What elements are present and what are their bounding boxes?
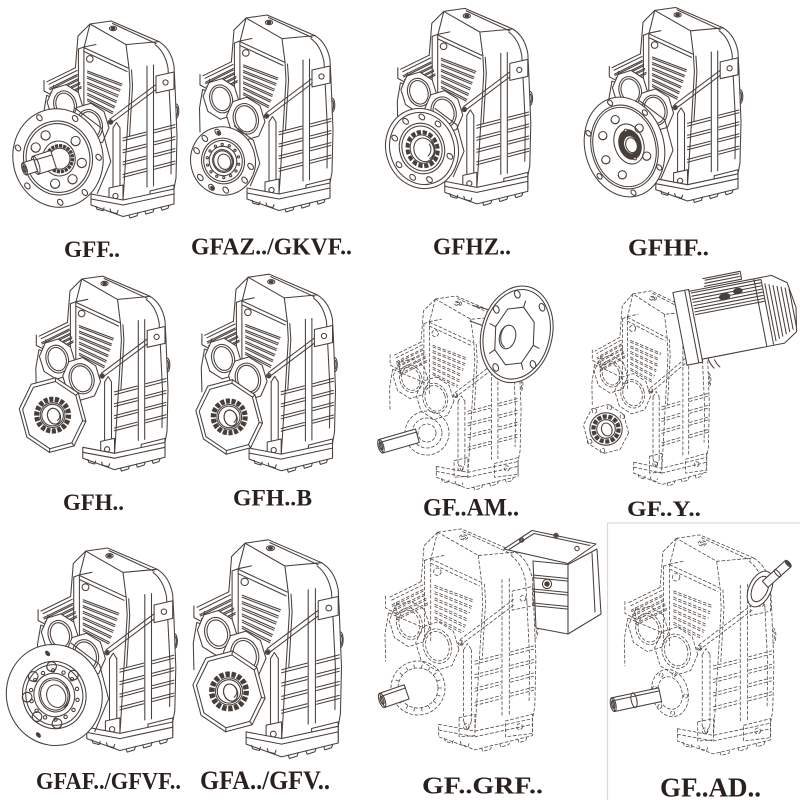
svg-text:GFAF../GFVF..: GFAF../GFVF.. — [36, 769, 181, 795]
svg-text:GFAZ../GKVF..: GFAZ../GKVF.. — [191, 235, 352, 261]
svg-text:GF..Y..: GF..Y.. — [627, 496, 701, 521]
svg-text:GFHF..: GFHF.. — [628, 236, 709, 262]
svg-text:GFH..B: GFH..B — [233, 486, 312, 511]
svg-text:GFH..: GFH.. — [63, 490, 124, 515]
svg-text:GF..AD..: GF..AD.. — [660, 773, 761, 800]
svg-text:GF..AM..: GF..AM.. — [423, 495, 519, 522]
svg-text:GF..GRF..: GF..GRF.. — [422, 774, 543, 800]
svg-text:GFF..: GFF.. — [64, 237, 120, 262]
svg-text:GFHZ..: GFHZ.. — [433, 235, 511, 261]
svg-text:GFA../GFV..: GFA../GFV.. — [200, 766, 330, 795]
